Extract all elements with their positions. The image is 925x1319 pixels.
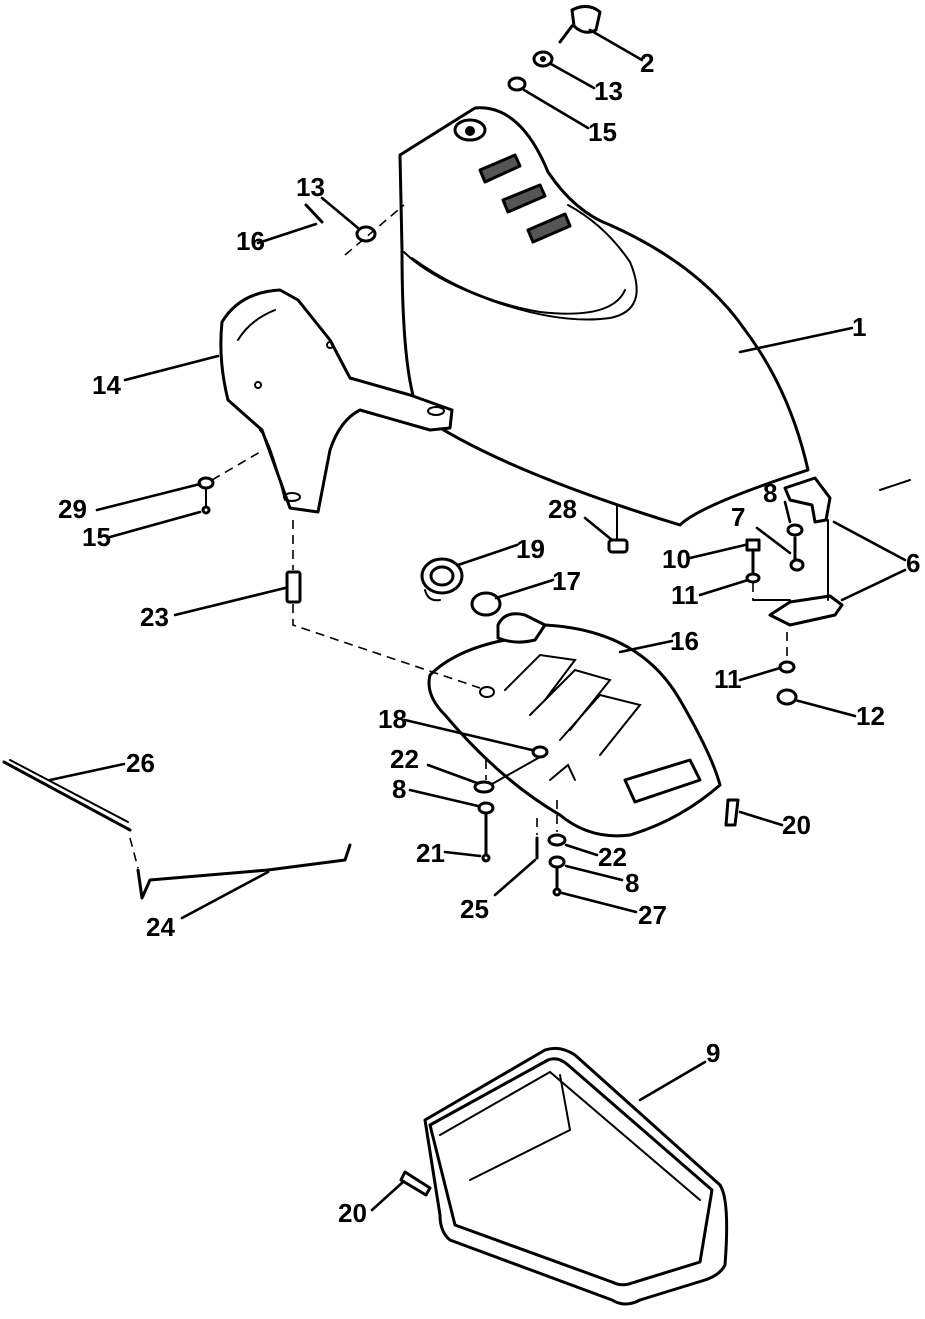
callout-label: 22 bbox=[390, 744, 419, 774]
hardware-5-pin bbox=[304, 203, 405, 256]
part-6-bracket bbox=[768, 476, 911, 627]
callout-label: 29 bbox=[58, 494, 87, 524]
callout-label: 12 bbox=[856, 701, 885, 731]
callout-label: 24 bbox=[146, 912, 175, 942]
hardware-3-nut bbox=[532, 50, 554, 68]
callout-label: 15 bbox=[82, 522, 111, 552]
part-1-seat-cover bbox=[398, 106, 810, 527]
callout-label: 9 bbox=[706, 1038, 720, 1068]
hardware-17-cap bbox=[470, 591, 502, 617]
hardware-29-15 bbox=[197, 451, 261, 515]
hardware-28-bumper bbox=[607, 504, 629, 554]
callout-label: 20 bbox=[782, 810, 811, 840]
callout-label: 28 bbox=[548, 494, 577, 524]
part-16-lower-panel bbox=[427, 612, 722, 838]
callout-label: 21 bbox=[416, 838, 445, 868]
callout-label: 17 bbox=[552, 566, 581, 596]
leader-lines bbox=[48, 28, 907, 1212]
callout-label: 27 bbox=[638, 900, 667, 930]
part-26-rod bbox=[2, 759, 132, 832]
callout-label: 22 bbox=[598, 842, 627, 872]
callout-label: 16 bbox=[236, 226, 265, 256]
callout-label: 2 bbox=[640, 48, 654, 78]
callout-label: 8 bbox=[763, 478, 777, 508]
callout-label: 14 bbox=[92, 370, 121, 400]
callout-label: 25 bbox=[460, 894, 489, 924]
callout-label: 8 bbox=[625, 868, 639, 898]
part-14-side-panel bbox=[219, 288, 454, 514]
hardware-18-22-8-21 bbox=[473, 745, 549, 863]
callout-label: 8 bbox=[392, 774, 406, 804]
callout-label: 10 bbox=[662, 544, 691, 574]
callout-label: 15 bbox=[588, 117, 617, 147]
hardware-19-grommet bbox=[420, 557, 464, 602]
hardware-2-knob bbox=[558, 5, 602, 44]
callout-label: 23 bbox=[140, 602, 169, 632]
callout-label: 11 bbox=[671, 580, 699, 610]
hardware-20-pin-upper bbox=[724, 798, 740, 827]
callout-label: 11 bbox=[714, 664, 742, 694]
callout-label: 6 bbox=[906, 548, 920, 578]
hardware-23-spacer bbox=[285, 520, 481, 689]
callout-labels: 2 13 15 13 16 1 14 29 15 28 8 7 10 6 11 … bbox=[58, 48, 920, 1228]
hardware-4-washer bbox=[507, 76, 527, 92]
callout-label: 1 bbox=[852, 312, 866, 342]
callout-label: 7 bbox=[731, 502, 745, 532]
callout-label: 13 bbox=[296, 172, 325, 202]
callout-label: 19 bbox=[516, 534, 545, 564]
part-24-rod bbox=[129, 837, 352, 900]
part-9-storage-tub bbox=[423, 1046, 729, 1306]
callout-label: 16 bbox=[670, 626, 699, 656]
hardware-25-22-8-27 bbox=[535, 800, 567, 897]
callout-label: 13 bbox=[594, 76, 623, 106]
hardware-13-washer bbox=[355, 225, 377, 243]
callout-label: 18 bbox=[378, 704, 407, 734]
hardware-20-pin-lower bbox=[399, 1170, 432, 1197]
callout-label: 26 bbox=[126, 748, 155, 778]
callout-label: 20 bbox=[338, 1198, 367, 1228]
